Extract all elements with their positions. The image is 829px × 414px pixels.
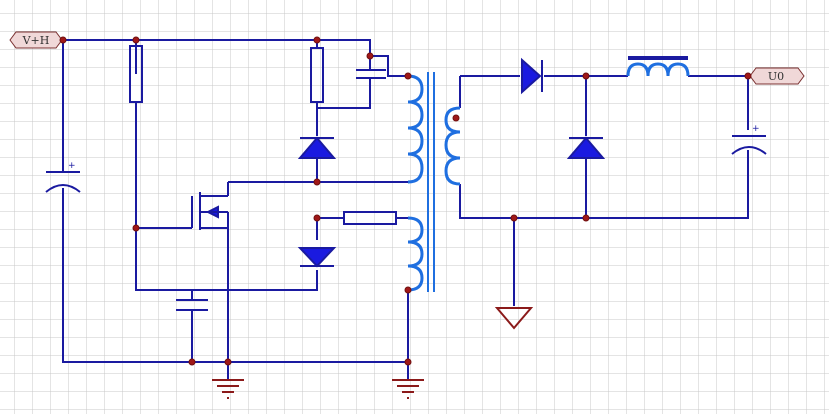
ground-icon <box>212 379 244 399</box>
gate-capacitor-icon <box>176 299 208 311</box>
snubber-diode-icon <box>297 136 337 159</box>
transformer-icon <box>407 72 461 292</box>
output-port-label: U0 <box>768 70 784 83</box>
freewheel-diode-icon <box>566 136 606 159</box>
input-port: V+H <box>9 31 63 49</box>
input-port-label: V+H <box>22 34 50 47</box>
svg-text:+: + <box>752 124 760 134</box>
snubber-resistor-icon <box>310 47 324 103</box>
input-capacitor-icon: + <box>45 161 81 193</box>
aux-diode-icon <box>297 247 337 268</box>
snubber-capacitor-icon <box>356 69 386 79</box>
output-capacitor-icon: + <box>731 124 767 155</box>
ground-icon <box>392 379 424 399</box>
ground-icon <box>494 307 534 330</box>
mosfet-icon <box>191 182 229 230</box>
output-inductor-icon <box>626 56 690 77</box>
aux-resistor-icon <box>343 211 397 225</box>
startup-resistor-icon <box>129 45 143 103</box>
svg-text:+: + <box>68 161 76 171</box>
junction-dots <box>59 36 752 366</box>
output-port: U0 <box>749 67 805 85</box>
output-diode-icon <box>521 57 543 95</box>
